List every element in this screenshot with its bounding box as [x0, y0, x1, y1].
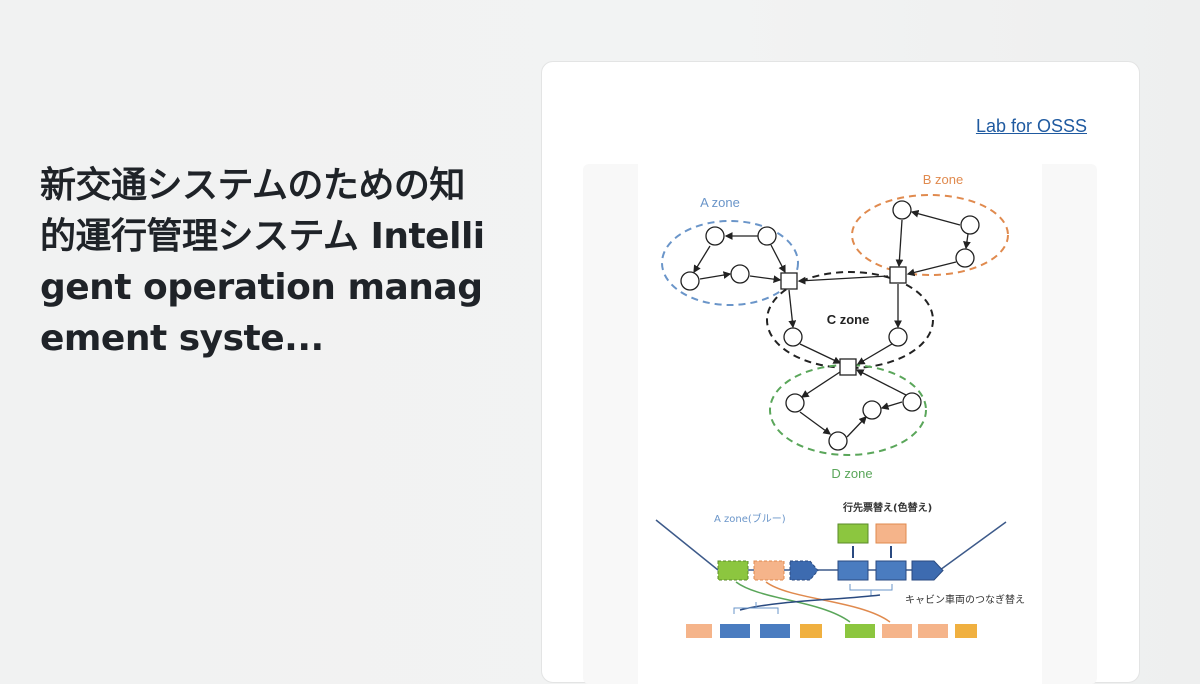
d-zone-label: D zone [831, 466, 872, 481]
a-zone-label: A zone [700, 195, 740, 210]
zone-diagram: A zone B zone C zone D zone A zone(ブルー) … [638, 164, 1042, 684]
a-zone-ellipse [661, 220, 799, 306]
a-zone-blue-label: A zone(ブルー) [714, 512, 786, 525]
page-title: 新交通システムのための知的運行管理システム Intelligent operat… [40, 165, 485, 359]
site-link[interactable]: Lab for OSSS [975, 116, 1087, 136]
c-zone-label: C zone [827, 312, 870, 327]
c-zone-ellipse [766, 271, 934, 369]
figure-image: A zone B zone C zone D zone A zone(ブルー) … [583, 164, 1097, 684]
cabin-reconnect-label: キャビン車両のつなぎ替え [905, 593, 1025, 606]
b-zone-label: B zone [923, 172, 963, 187]
destination-change-label: 行先票替え(色替え) [842, 501, 932, 514]
b-zone-ellipse [851, 194, 1009, 276]
preview-card: Lab for OSSS [541, 61, 1140, 684]
